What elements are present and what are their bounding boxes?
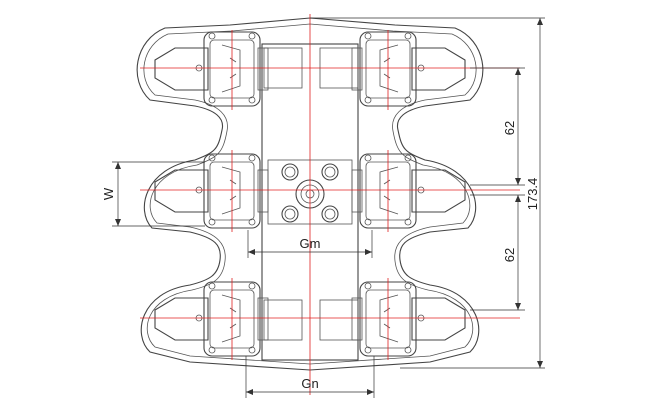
body-outline-inner	[143, 23, 477, 365]
dimension-lines	[112, 17, 545, 398]
base-plate-window-bot-right	[319, 299, 359, 341]
dim-label-gm: Gm	[300, 236, 321, 251]
body-outline	[136, 17, 484, 371]
dim-label-gn: Gn	[301, 376, 318, 391]
dim-label-overall: 173.4	[525, 178, 540, 211]
base-plate-window-bot-left	[263, 299, 303, 341]
cylinder-row-top	[154, 31, 466, 107]
centerlines	[140, 14, 520, 395]
dim-label-upper-62: 62	[502, 121, 517, 135]
dim-label-w: W	[101, 187, 116, 200]
dim-label-lower-62: 62	[502, 248, 517, 262]
